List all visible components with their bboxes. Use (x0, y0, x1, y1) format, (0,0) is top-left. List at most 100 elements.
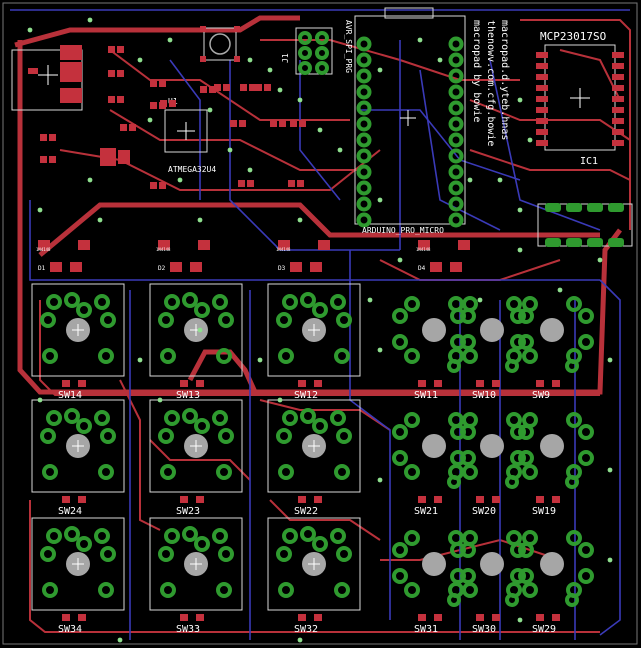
keyswitch-footprint: SW13 (149, 283, 243, 401)
pin-pad (448, 212, 464, 228)
keyswitch-footprint: SW23 (149, 399, 243, 517)
mcp-pad (536, 85, 548, 91)
mcp-pad (536, 52, 548, 58)
pin-pad (448, 116, 464, 132)
diode-pad (78, 240, 90, 250)
keyswitch-footprint: SW20 (450, 412, 534, 517)
keyswitch-footprint: SW29 (510, 530, 594, 635)
smd-pad (255, 84, 262, 91)
diode-pad (458, 240, 470, 250)
switch-pin-pad (578, 308, 594, 324)
power-trace (38, 202, 600, 257)
credit-line-1: macropad by bowie (471, 20, 482, 122)
switch-pin-pad (276, 428, 292, 444)
switch-pin-pad (182, 408, 198, 424)
atmega-chip (164, 109, 208, 153)
switch-pin-pad (510, 424, 526, 440)
pin-pad (356, 100, 372, 116)
switch-pin-pad (510, 568, 526, 584)
reset-button-footprint (200, 26, 240, 62)
switch-pin-pad (46, 528, 62, 544)
mcp-pad (612, 85, 624, 91)
switch-pin-pad (336, 546, 352, 562)
smd-pad (159, 80, 166, 87)
mcp-pad (536, 74, 548, 80)
smd-pad (209, 86, 216, 93)
keyswitch-footprint: SW32 (267, 517, 361, 635)
via (207, 107, 213, 113)
smd-pad (214, 84, 221, 91)
pin-pad (448, 148, 464, 164)
switch-label: SW24 (58, 506, 82, 517)
via (467, 177, 473, 183)
smd-pad (150, 80, 157, 87)
arduino-label: ARDUINO_PRO_MICRO (362, 226, 444, 235)
switch-pin-pad (510, 308, 526, 324)
switch-pin-pad (282, 410, 298, 426)
diode-pad (38, 240, 50, 250)
switch-pin-pad (404, 582, 420, 598)
switch-pin-pad (300, 526, 316, 542)
smd-components (40, 46, 306, 189)
via (247, 167, 253, 173)
switch-pin-pad (448, 412, 464, 428)
switch-pin-pad (312, 418, 328, 434)
smd-pad (117, 96, 124, 103)
pin-pad (448, 84, 464, 100)
pro-micro-pins (356, 36, 464, 228)
smd-pad (150, 102, 157, 109)
switch-pin-pad (216, 348, 232, 364)
switch-pin-pad (578, 568, 594, 584)
via (97, 217, 103, 223)
smd-pad (117, 46, 124, 53)
switch-pin-pad (336, 312, 352, 328)
switch-pin-pad (450, 308, 466, 324)
switch-pin-pad (505, 359, 519, 373)
keyswitch-footprint: SW9 (510, 296, 594, 401)
via (267, 67, 273, 73)
switch-pin-pad (46, 294, 62, 310)
switch-pin-pad (40, 546, 56, 562)
switch-pin-pad (76, 536, 92, 552)
via (297, 637, 303, 643)
diode-pad (158, 240, 170, 250)
via (297, 97, 303, 103)
mcp-pad (612, 74, 624, 80)
via (137, 57, 143, 63)
credit-line-2: thenowv.com.cfg.bowie (485, 20, 496, 146)
switch-pin-pad (182, 292, 198, 308)
diode-pad (318, 240, 330, 250)
via (517, 617, 523, 623)
via (117, 637, 123, 643)
via (367, 297, 373, 303)
diode-pad (190, 262, 202, 272)
smd-pad (117, 70, 124, 77)
pin-pad (448, 164, 464, 180)
switch-pin-pad (40, 312, 56, 328)
via (377, 67, 383, 73)
via (337, 147, 343, 153)
switch-pin-pad (447, 593, 461, 607)
smd-pad (240, 84, 247, 91)
pin-pad (356, 212, 372, 228)
switch-label: SW32 (294, 624, 318, 635)
switch-pin-pad (158, 546, 174, 562)
switch-pin-pad (76, 302, 92, 318)
switch-pin-pad (510, 450, 526, 466)
mcp-pad (536, 107, 548, 113)
switch-pin-pad (94, 410, 110, 426)
switch-pin-pad (276, 546, 292, 562)
switch-label: SW31 (414, 624, 438, 635)
via (37, 397, 43, 403)
via (137, 357, 143, 363)
smd-pad (129, 124, 136, 131)
smd-pad (238, 180, 245, 187)
smd-pad (200, 86, 207, 93)
switch-pin-pad (278, 582, 294, 598)
usb-connector (11, 45, 83, 111)
switch-pin-pad (330, 528, 346, 544)
diode-part-label: 1N4148 (276, 247, 291, 252)
switch-pin-pad (42, 464, 58, 480)
